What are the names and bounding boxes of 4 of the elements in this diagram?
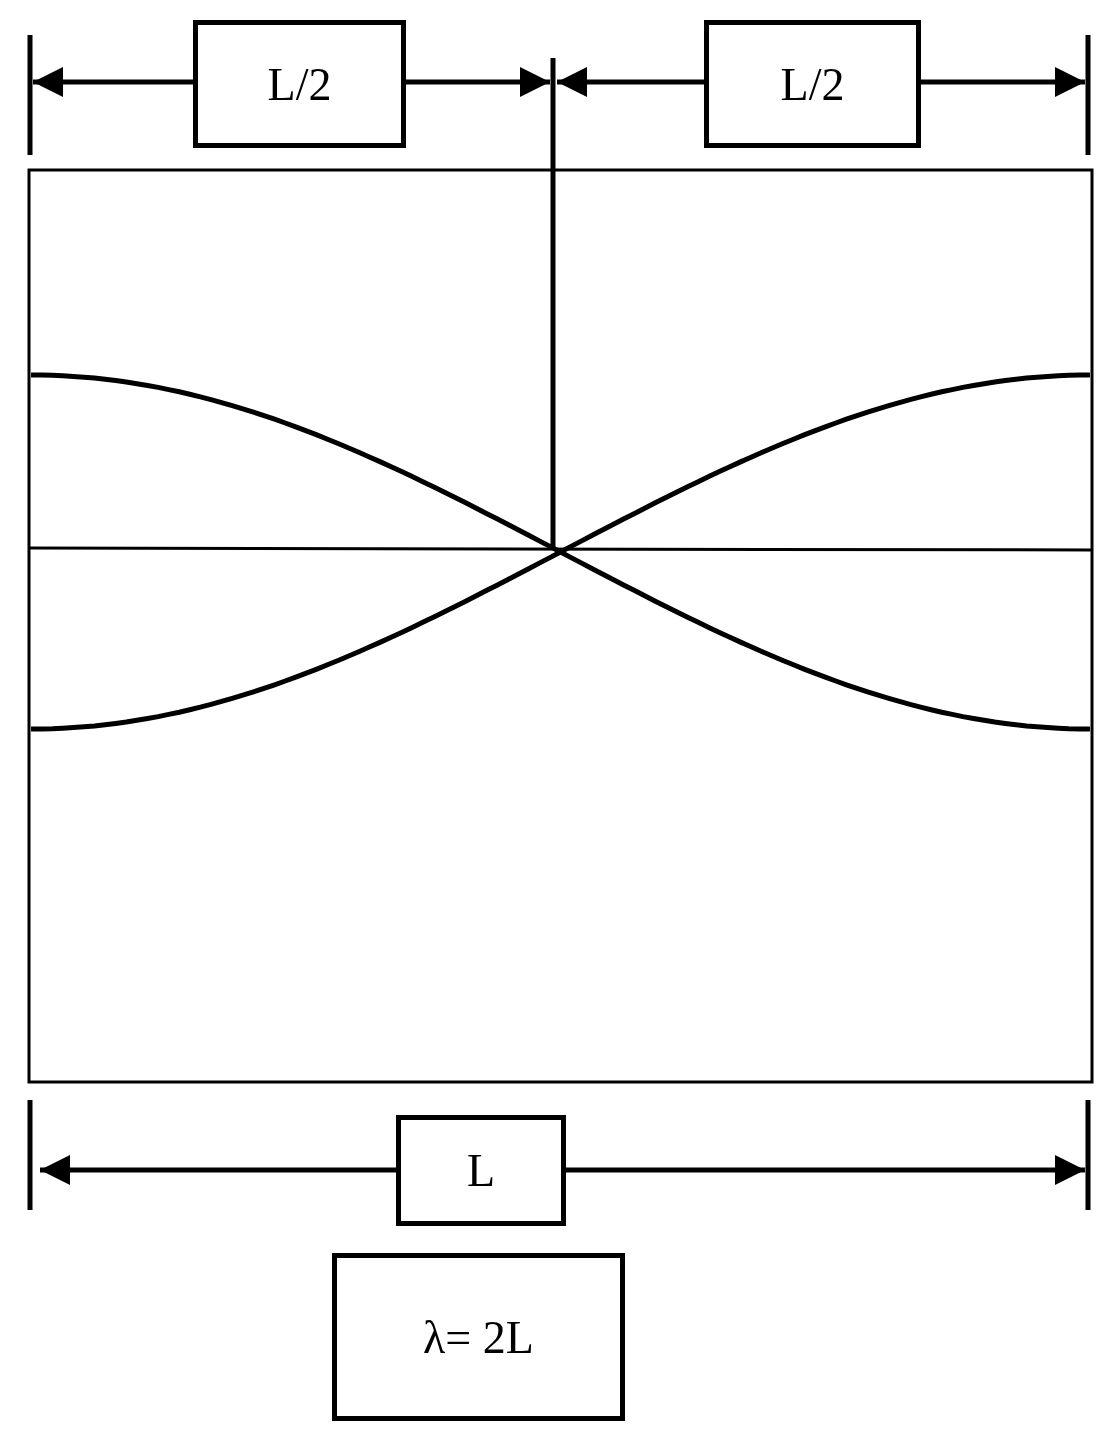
dimension-label: L	[396, 1115, 566, 1226]
dimension-label: λ= 2L	[332, 1253, 625, 1421]
dimension-label: L/2	[704, 20, 921, 148]
dimension-label: L/2	[193, 20, 406, 148]
